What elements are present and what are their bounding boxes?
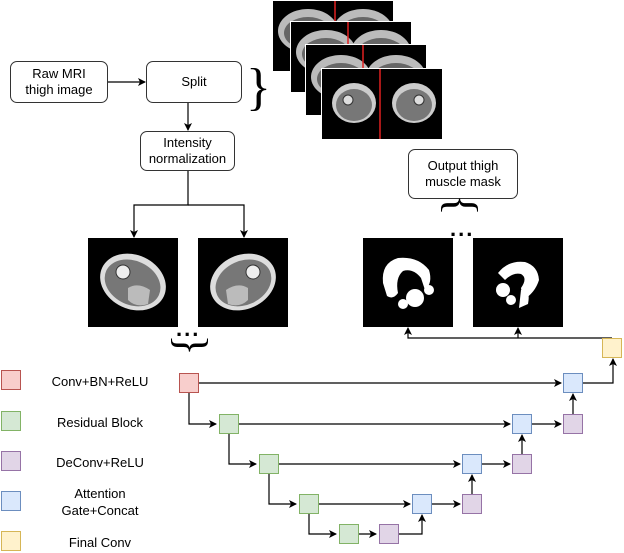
normalized-mri-left: [88, 238, 178, 327]
block-final-conv: [602, 338, 622, 358]
ellipsis-input: ...: [176, 316, 201, 341]
brace-input: }: [167, 334, 216, 355]
block-residual-4: [339, 524, 359, 544]
legend-label-conv: Conv+BN+ReLU: [51, 374, 149, 389]
legend-swatch-deconv: [1, 451, 21, 471]
block-attention-4: [563, 373, 583, 393]
arrow-norm-to-images: [130, 171, 189, 238]
legend-label-final: Final Conv: [68, 535, 132, 550]
block-deconv-1: [379, 524, 399, 544]
legend-label-attention: Attention Gate+Concat: [61, 486, 139, 518]
split-box: Split: [146, 61, 242, 103]
block-deconv-4: [563, 414, 583, 434]
block-residual-2: [259, 454, 279, 474]
block-attention-2: [462, 454, 482, 474]
legend-swatch-residual: [1, 411, 21, 431]
output-mask-left: [363, 238, 453, 327]
block-conv: [179, 373, 199, 393]
block-deconv-2: [462, 494, 482, 514]
legend-swatch-attention: [1, 491, 21, 511]
block-residual-1: [219, 414, 239, 434]
output-mask-right: [473, 238, 563, 327]
ellipsis-output: ...: [450, 216, 475, 241]
legend-swatch-final: [1, 531, 21, 551]
legend-label-deconv: DeConv+ReLU: [56, 455, 144, 470]
normalized-mri-right: [198, 238, 288, 327]
arrow-final-to-masks: [404, 327, 612, 339]
block-attention-1: [412, 494, 432, 514]
block-residual-3: [299, 494, 319, 514]
raw-mri-input-box: Raw MRI thigh image: [10, 61, 108, 103]
legend-label-residual: Residual Block: [57, 415, 143, 430]
intensity-normalization-box: Intensity normalization: [140, 131, 235, 171]
legend-swatch-conv: [1, 370, 21, 390]
brace-split: }: [246, 59, 271, 116]
mri-slice-4: [321, 68, 442, 139]
brace-output: }: [433, 194, 482, 215]
output-mask-box: Output thigh muscle mask: [408, 149, 518, 199]
block-attention-3: [512, 414, 532, 434]
block-deconv-3: [512, 454, 532, 474]
